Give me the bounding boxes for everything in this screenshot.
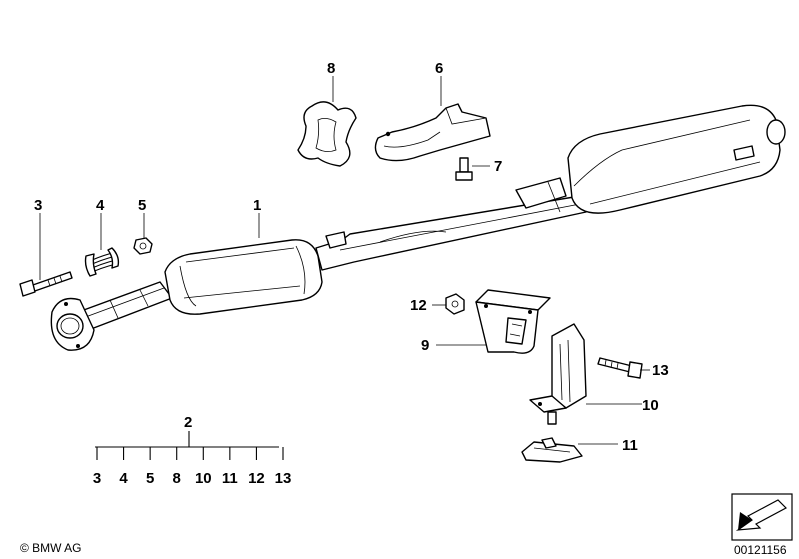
callout-6: 6 (435, 60, 443, 77)
kit-bracket (95, 431, 284, 460)
callout-2: 2 (184, 414, 192, 431)
callout-8: 8 (327, 60, 335, 77)
kit-part-number: 10 (195, 470, 212, 487)
image-number: 00121156 (734, 543, 787, 557)
callout-13: 13 (652, 362, 669, 379)
leader-lines (39, 76, 650, 445)
bolt-3 (19, 271, 73, 297)
kit-parts-list: 3 4 5 8 10 11 12 13 (93, 470, 292, 487)
callout-3: 3 (34, 197, 42, 214)
callout-9: 9 (421, 337, 429, 354)
hanger-mount-9 (475, 289, 551, 354)
rear-silencer (515, 104, 786, 214)
flange (50, 297, 95, 351)
callout-10: 10 (642, 397, 659, 414)
callout-1: 1 (253, 197, 261, 214)
kit-part-number: 5 (146, 470, 154, 487)
kit-part-number: 3 (93, 470, 101, 487)
clip-11 (521, 437, 583, 463)
nut-12 (445, 293, 465, 315)
callout-12: 12 (410, 297, 427, 314)
catalytic-converter (164, 239, 323, 315)
kit-part-number: 11 (222, 470, 238, 487)
bracket-6 (374, 103, 491, 162)
nut-5 (133, 237, 153, 255)
spring-4 (84, 247, 120, 277)
intermediate-pipe (315, 195, 587, 271)
callout-11: 11 (622, 437, 638, 454)
catalog-arrow-icon (731, 493, 793, 541)
kit-part-number: 4 (119, 470, 128, 487)
kit-part-number: 8 (173, 470, 181, 487)
callout-7: 7 (494, 158, 502, 175)
callout-5: 5 (138, 197, 146, 214)
kit-part-number: 12 (248, 470, 265, 487)
bolt-13 (597, 357, 643, 379)
screw-7 (455, 157, 473, 181)
bracket-10 (529, 323, 587, 425)
kit-part-number: 13 (275, 470, 292, 487)
rubber-mount-8 (297, 101, 357, 167)
copyright-text: © BMW AG (20, 541, 82, 555)
callout-4: 4 (96, 197, 105, 214)
